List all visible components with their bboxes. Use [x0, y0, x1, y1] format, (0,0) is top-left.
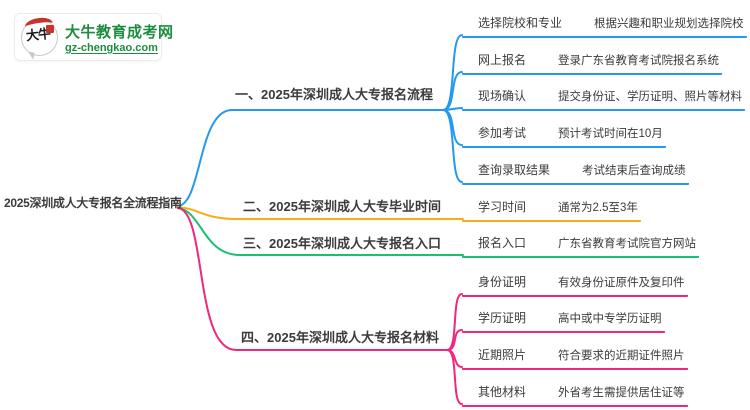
site-name: 大牛教育成考网: [65, 23, 174, 41]
branch-heading-1: 一、2025年深圳成人大专报名流程: [235, 87, 433, 102]
branch3-links: [177, 207, 464, 256]
branch1-links: [177, 34, 463, 207]
node-row-choose-school: 选择院校和专业 根据兴趣和职业规划选择院校: [462, 14, 747, 38]
node-keyword: 查询录取结果: [478, 163, 551, 177]
node-value: 预计考试时间在10月: [558, 128, 663, 140]
node-row-onsite-confirm: 现场确认 提交身份证、学历证明、照片等材料: [462, 87, 746, 111]
node-row-other-materials: 其他材料 外省考生需提供居住证等: [462, 383, 688, 407]
branch4-links: [177, 207, 463, 405]
node-row-take-exam: 参加考试 预计考试时间在10月: [462, 124, 666, 148]
logo-bubble-tail: [26, 50, 35, 60]
link-curve: [446, 349, 463, 405]
node-keyword: 其他材料: [478, 385, 527, 399]
node-keyword: 参加考试: [478, 126, 527, 140]
link-curve: [177, 109, 444, 207]
link-curve: [442, 34, 463, 111]
node-row-online-signup: 网上报名 登录广东省教育考试院报名系统: [462, 51, 723, 75]
branch2-links: [177, 206, 464, 220]
logo-seal-icon: [46, 24, 54, 33]
node-keyword: 学习时间: [478, 200, 527, 214]
logo-badge-icon: 大牛: [21, 15, 58, 60]
node-value: 考试结束后查询成绩: [582, 165, 686, 177]
site-logo[interactable]: 大牛 大牛教育成考网 gz-chengkao.com: [14, 13, 173, 61]
node-value: 根据兴趣和职业规划选择院校: [594, 18, 744, 30]
node-row-check-result: 查询录取结果 考试结束后查询成绩: [462, 161, 689, 185]
node-keyword: 近期照片: [478, 348, 527, 362]
branch-heading-4: 四、2025年深圳成人大专报名材料: [241, 330, 439, 345]
node-keyword: 学历证明: [478, 311, 527, 325]
branch-heading-3: 三、2025年深圳成人大专报名入口: [243, 236, 441, 251]
node-keyword: 报名入口: [478, 236, 527, 250]
node-value: 有效身份证原件及复印件: [558, 277, 685, 289]
node-value: 外省考生需提供居住证等: [558, 387, 685, 399]
node-value: 符合要求的近期证件照片: [558, 350, 685, 362]
link-curve: [442, 109, 463, 183]
link-curve: [177, 206, 457, 220]
root-topic: 2025深圳成人大专报名全流程指南: [4, 196, 182, 210]
node-value: 高中或中专学历证明: [558, 313, 662, 325]
node-row-id-proof: 身份证明 有效身份证原件及复印件: [462, 273, 688, 297]
node-keyword: 身份证明: [478, 275, 527, 289]
node-keyword: 选择院校和专业: [478, 16, 563, 30]
node-row-signup-portal: 报名入口 广东省教育考试院官方网站: [462, 234, 700, 258]
node-keyword: 网上报名: [478, 53, 527, 67]
node-keyword: 现场确认: [478, 89, 527, 103]
node-value: 提交身份证、学历证明、照片等材料: [558, 91, 743, 103]
node-value: 广东省教育考试院官方网站: [558, 238, 697, 250]
link-curve: [177, 207, 448, 351]
node-row-edu-proof: 学历证明 高中或中专学历证明: [462, 309, 665, 333]
branch-heading-2: 二、2025年深圳成人大专毕业时间: [243, 199, 441, 214]
site-url-link[interactable]: gz-chengkao.com: [65, 41, 158, 54]
node-value: 登录广东省教育考试院报名系统: [558, 55, 720, 67]
logo-text-block: 大牛教育成考网 gz-chengkao.com: [65, 21, 174, 54]
link-curve: [446, 293, 463, 351]
node-value: 通常为2.5至3年: [558, 202, 638, 214]
node-row-photo: 近期照片 符合要求的近期证件照片: [462, 346, 688, 370]
link-curve: [177, 207, 457, 256]
node-row-study-time: 学习时间 通常为2.5至3年: [462, 198, 641, 222]
